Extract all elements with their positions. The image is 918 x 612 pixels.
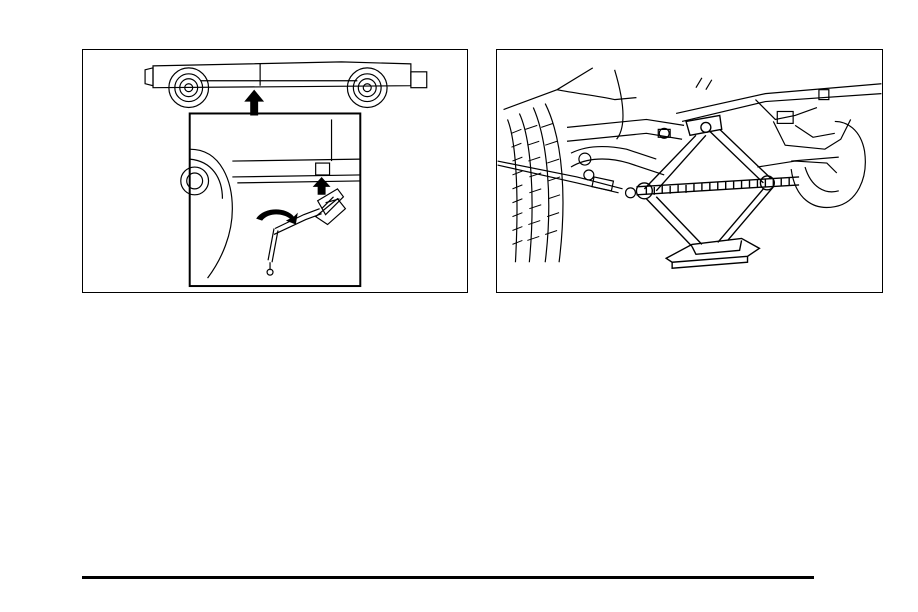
jack-location-inset	[181, 113, 361, 286]
figure-scissor-jack	[496, 49, 883, 293]
arrow-up-icon	[244, 90, 264, 116]
footer-rule	[82, 576, 814, 579]
scissor-jack	[636, 115, 799, 268]
tire	[508, 104, 563, 263]
vehicle-side-view	[145, 62, 427, 108]
arrow-up-small-icon	[313, 177, 331, 195]
rotate-arrow-icon	[256, 209, 298, 224]
figure-jacking-location	[82, 49, 468, 293]
scissor-jack-illustration	[497, 50, 882, 292]
suspension-arm	[567, 119, 684, 179]
vehicle-jack-location-illustration	[83, 50, 467, 292]
jack-handle	[498, 161, 636, 198]
